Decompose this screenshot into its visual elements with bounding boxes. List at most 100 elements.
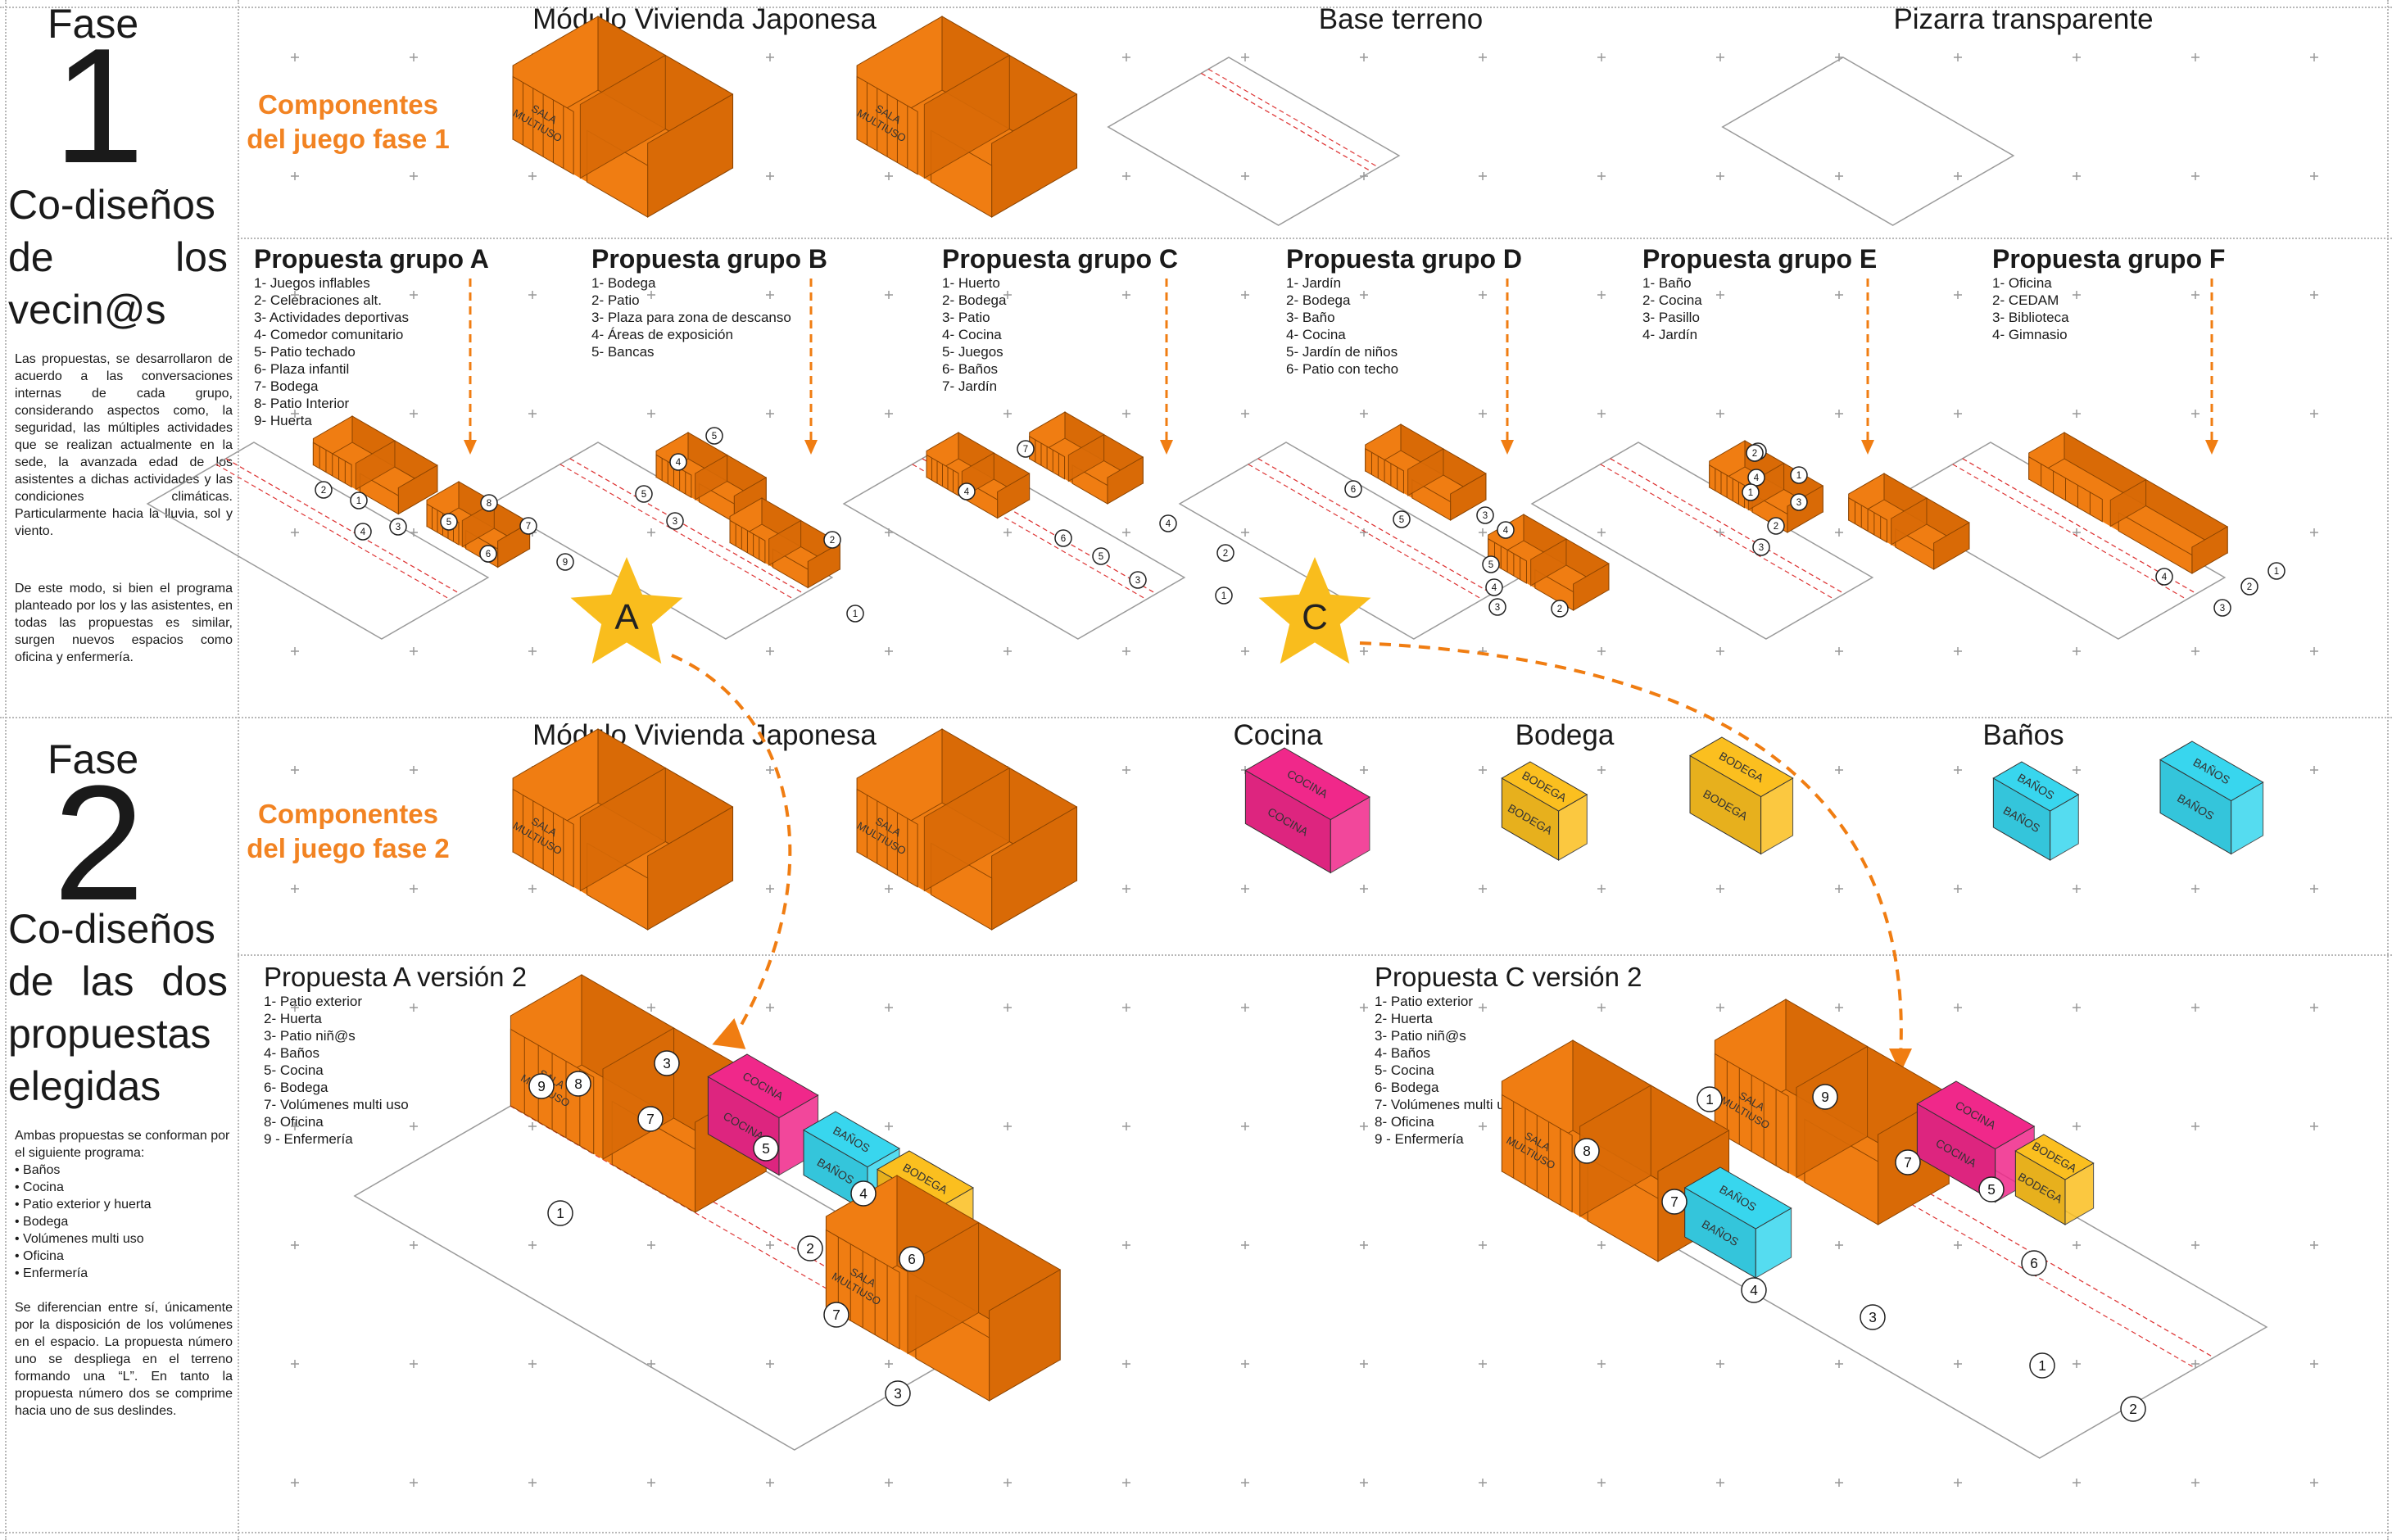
- number-marker: [1159, 514, 1177, 532]
- grid-cross: [885, 291, 893, 299]
- title-word: Co-diseños: [8, 182, 215, 228]
- grid-cross: [885, 885, 893, 893]
- grid-cross: [1360, 1241, 1368, 1249]
- grid-cross: [2073, 647, 2081, 655]
- number-marker: [1895, 1149, 1921, 1175]
- number-marker-label: 4: [360, 528, 366, 537]
- list-item: 6- Bodega: [264, 1080, 328, 1095]
- number-marker: [1767, 517, 1785, 535]
- arrow-head: [2205, 440, 2218, 455]
- list-item: 1- Baño: [1642, 275, 1692, 291]
- grid-cross: [1716, 885, 1724, 893]
- number-marker-label: 5: [641, 490, 646, 500]
- grid-cross: [1360, 1122, 1368, 1130]
- components-phase-1-line2: del juego fase 1: [247, 124, 450, 154]
- grid-cross: [410, 1122, 418, 1130]
- module-partition: [1530, 538, 1567, 587]
- module-partition: [695, 454, 728, 500]
- box-top-face: [1916, 1080, 2036, 1150]
- grid-line-top: [0, 7, 2392, 8]
- grid-cross: [1360, 53, 1368, 61]
- grid-cross: [2191, 1360, 2199, 1368]
- list-item: 2- Patio: [591, 292, 640, 308]
- list-item: 8- Oficina: [264, 1114, 324, 1130]
- header-banos: Baños: [1982, 719, 2064, 751]
- grid-cross: [1241, 1479, 1249, 1487]
- grid-cross: [1835, 1241, 1843, 1249]
- program-item: • Baños: [15, 1163, 61, 1177]
- grid-cross: [766, 53, 774, 61]
- grid-cross: [1003, 410, 1012, 418]
- boundary-line: [215, 464, 451, 600]
- grid-cross: [291, 410, 299, 418]
- title-word: propuestas: [8, 1011, 211, 1057]
- grid-cross: [647, 410, 655, 418]
- grid-cross: [1597, 647, 1606, 655]
- list-item: 8- Patio Interior: [254, 396, 350, 411]
- number-marker: [479, 545, 497, 563]
- proposal-title: Propuesta grupo A: [254, 244, 489, 274]
- title-word: elegidas: [8, 1063, 161, 1109]
- grid-cross: [410, 1360, 418, 1368]
- grid-cross: [1360, 885, 1368, 893]
- list-item: 5- Cocina: [1375, 1062, 1434, 1078]
- grid-cross: [1597, 1241, 1606, 1249]
- grid-cross: [1479, 766, 1487, 774]
- grid-cross: [2073, 1479, 2081, 1487]
- grid-cross: [1003, 1003, 1012, 1012]
- grid-cross: [2073, 1360, 2081, 1368]
- number-marker: [354, 523, 372, 541]
- number-marker-label: 4: [1503, 526, 1509, 536]
- grid-cross: [1122, 647, 1130, 655]
- number-marker: [2213, 599, 2231, 617]
- number-marker: [1790, 466, 1808, 484]
- arrow-head: [464, 440, 477, 455]
- grid-cross: [647, 1003, 655, 1012]
- grid-cross: [1835, 1479, 1843, 1487]
- grid-cross: [2310, 291, 2318, 299]
- grid-cross: [1360, 1003, 1368, 1012]
- number-marker: [2155, 568, 2173, 586]
- number-marker-label: 4: [1166, 519, 1171, 529]
- number-marker: [669, 453, 687, 471]
- number-marker: [480, 494, 498, 512]
- grid-cross: [1597, 766, 1606, 774]
- number-marker: [666, 512, 684, 530]
- grid-cross: [1479, 291, 1487, 299]
- boundary-line: [1952, 464, 2187, 600]
- grid-cross: [2191, 885, 2199, 893]
- program-item: • Enfermería: [15, 1266, 88, 1280]
- proposal-group-b: Propuesta grupo B 1- Bodega 2- Patio 3- …: [591, 244, 827, 360]
- number-marker-label: 1: [853, 609, 858, 619]
- grid-cross: [1479, 528, 1487, 537]
- grid-cross: [2310, 528, 2318, 537]
- number-marker: [1741, 1277, 1767, 1303]
- module-partition: [923, 54, 1010, 179]
- grid-cross: [1241, 53, 1249, 61]
- grid-cross: [2310, 1479, 2318, 1487]
- list-item: 3- Pasillo: [1642, 310, 1700, 325]
- proposal-list: 1- Juegos inflables 2- Celebraciones alt…: [254, 274, 489, 429]
- grid-cross: [1835, 885, 1843, 893]
- grid-cross: [1479, 1479, 1487, 1487]
- components-phase-1-line1: Componentes: [257, 89, 438, 120]
- proposal-c-version-2: Propuesta C versión 2 1- Patio exterior …: [1375, 962, 1642, 1148]
- number-marker: [528, 1073, 555, 1099]
- number-marker: [1978, 1176, 2005, 1203]
- number-marker-label: 6: [2030, 1255, 2038, 1271]
- number-marker: [1129, 571, 1147, 589]
- number-marker: [547, 1200, 573, 1226]
- connector-arrow-a: [671, 654, 792, 1033]
- module-side-wall: [997, 473, 1031, 519]
- grid-cross: [1597, 1003, 1606, 1012]
- grid-cross: [1360, 1360, 1368, 1368]
- star-c-letter: C: [1302, 597, 1328, 637]
- list-item: 4- Comedor comunitario: [254, 327, 404, 342]
- number-marker: [899, 1246, 925, 1272]
- grid-cross: [1954, 766, 1962, 774]
- grid-cross: [2191, 647, 2199, 655]
- list-item: 3- Patio: [942, 310, 990, 325]
- title-line: elegidas: [8, 1060, 228, 1112]
